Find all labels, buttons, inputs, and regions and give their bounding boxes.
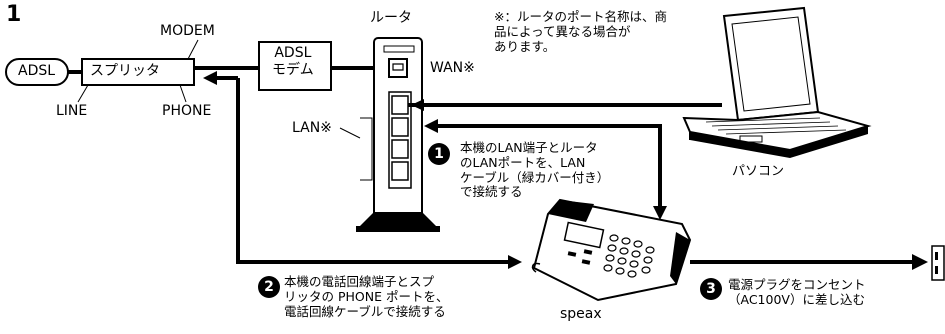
lan-port-label: LAN※ xyxy=(292,120,332,136)
router-port-note: ※：ルータのポート名称は、商 品によって異なる場合が あります。 xyxy=(494,9,667,54)
step-3-badge: 3 xyxy=(700,278,722,300)
phone-port-leader xyxy=(179,84,187,103)
splitter-box xyxy=(81,58,195,86)
router-cable-arrowhead xyxy=(424,119,438,133)
fax-label: speax xyxy=(560,306,602,322)
step-1-text: 本機のLAN端子とルータ のLANポートを、LAN ケーブル（緑カバー付き） で… xyxy=(460,140,610,200)
router-to-fax-cable xyxy=(428,124,662,210)
phone-port-label: PHONE xyxy=(162,103,212,119)
outlet-arrowhead xyxy=(912,254,928,270)
laptop-icon xyxy=(682,6,872,158)
step-2-badge: 2 xyxy=(258,276,280,298)
fax-phone-arrowhead xyxy=(508,255,522,269)
line-port-leader xyxy=(77,84,89,103)
modem-port-label: MODEM xyxy=(160,23,215,39)
fax-lan-arrowhead xyxy=(653,206,667,220)
router-label: ルータ xyxy=(370,10,412,26)
figure-step-number: 1 xyxy=(6,2,22,27)
adsl-label: ADSL xyxy=(18,63,56,79)
splitter-phone-arrowhead xyxy=(203,71,217,85)
lan-bracket xyxy=(360,117,373,181)
step-2-text: 本機の電話回線端子とスプ リッタの PHONE ポートを、 電話回線ケーブルで接… xyxy=(284,274,449,319)
step-3-text: 電源プラグをコンセント （AC100V）に差し込む xyxy=(728,277,866,307)
wall-outlet-icon xyxy=(931,245,945,281)
adsl-modem-label: ADSL モデム xyxy=(272,45,314,78)
splitter-label: スプリッタ xyxy=(90,63,160,79)
fax-machine-icon xyxy=(531,198,692,302)
step-1-badge: 1 xyxy=(428,143,450,165)
router-device xyxy=(356,37,440,232)
wan-port-label: WAN※ xyxy=(430,60,475,76)
pc-cable-arrowhead xyxy=(411,99,424,111)
modem-port-leader xyxy=(187,39,199,60)
phone-line-cable xyxy=(236,78,512,264)
lan-bracket-leader xyxy=(339,127,361,139)
pc-label: パソコン xyxy=(732,164,785,179)
line-port-label: LINE xyxy=(56,103,88,119)
